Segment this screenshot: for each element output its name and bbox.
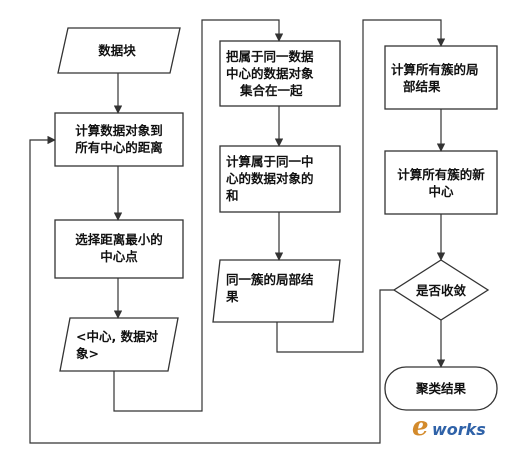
group-objects-shape [219, 40, 341, 107]
new-centers-label: 计算所有簇的新 中心 [397, 167, 485, 199]
arrow-center-to-group [113, 19, 284, 412]
compute-distance-label: 计算数据对象到 所有中心的距离 [75, 123, 163, 155]
data-block-shape [57, 27, 181, 74]
cluster-local-label: 同一簇的局部结 果 [226, 272, 314, 304]
arrow-loop-back [29, 135, 394, 444]
eworks-logo: e works [412, 414, 508, 444]
data-block-label: 数据块 [98, 43, 136, 58]
eworks-logo-e: e [412, 412, 429, 442]
compute-distance-shape [54, 112, 184, 167]
select-min-shape [54, 219, 184, 279]
compute-sum-label: 计算属于同一中 心的数据对象的 和 [226, 154, 314, 203]
select-min-label: 选择距离最小的 中心点 [75, 232, 163, 264]
arrow-local-to-results [276, 19, 446, 353]
group-objects-label: 把属于同一数据 中心的数据对象 集合在一起 [226, 49, 314, 98]
center-data-shape [59, 317, 179, 372]
local-results-shape [384, 45, 498, 110]
converged-label: 是否收敛 [415, 283, 466, 298]
local-results-label: 计算所有簇的局 部结果 [391, 62, 479, 94]
cluster-result-label: 聚类结果 [415, 381, 466, 396]
compute-sum-shape [219, 145, 341, 213]
cluster-local-shape [212, 259, 341, 323]
eworks-logo-text: works [432, 420, 486, 439]
center-data-label: <中心, 数据对 象> [76, 329, 159, 361]
